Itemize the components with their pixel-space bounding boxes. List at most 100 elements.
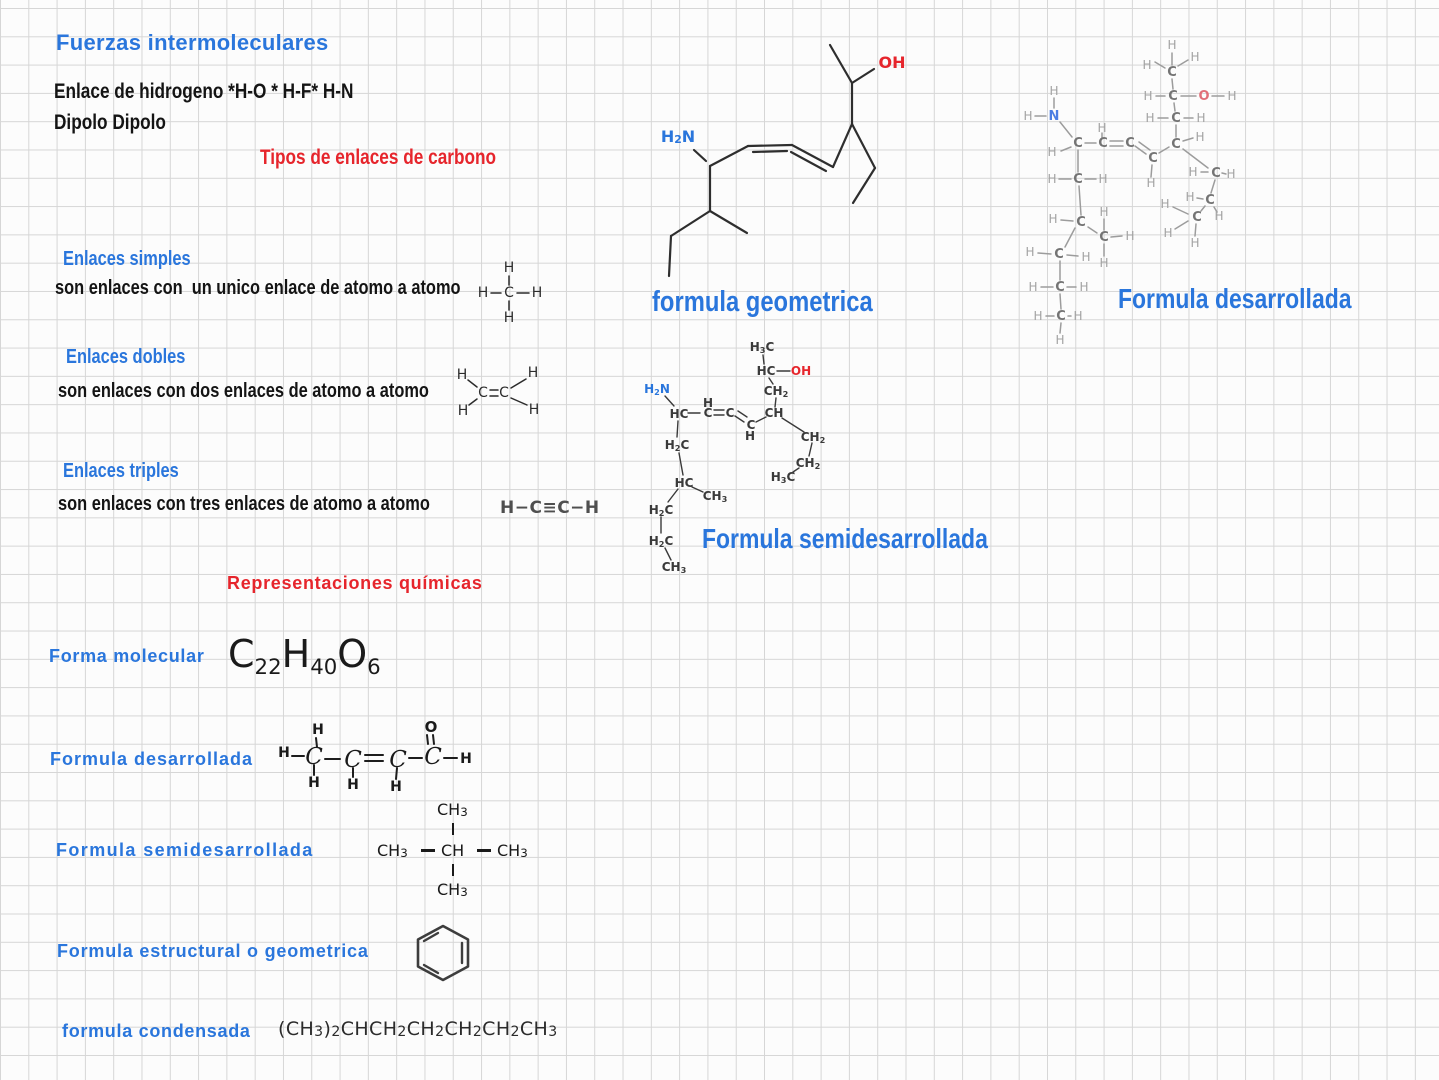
atom-label: CH2 [801, 430, 826, 445]
formula-part: 2 [510, 1024, 520, 1040]
atom-label: H [1146, 176, 1155, 190]
atom-label: H [1145, 111, 1154, 125]
atom-label: H [478, 285, 489, 301]
bond-type-simple-title: Enlaces simples [63, 248, 191, 270]
atom-label: H [1048, 212, 1057, 226]
atom-label: C [1098, 136, 1108, 151]
bond-line [1037, 252, 1052, 255]
atom-label: H [347, 777, 359, 793]
atom-label: H [745, 429, 755, 443]
bond-line [692, 148, 708, 163]
atom-label: C [389, 747, 407, 773]
formula-part: O [337, 632, 368, 676]
atom-label: H [1055, 333, 1064, 347]
formula-part: C [228, 632, 255, 676]
atom-label: H [390, 779, 402, 795]
bond-line [1158, 146, 1170, 154]
atom-label: C [1099, 230, 1109, 245]
bond-line [669, 209, 712, 238]
bond-line [1213, 206, 1218, 213]
atom-label: H [1188, 165, 1197, 179]
atom-label: H [504, 310, 515, 326]
formula-part: 3 [460, 885, 468, 899]
atom-label: H [1097, 121, 1106, 135]
atom-label: H [703, 396, 713, 410]
bond-line [1154, 61, 1166, 69]
formula-part: CH [497, 841, 521, 860]
formula-part: 2 [331, 1024, 341, 1040]
bond-line [667, 488, 679, 503]
atom-label: CH [765, 406, 784, 420]
bond-line [676, 420, 679, 438]
atom-label: C [1073, 136, 1083, 151]
atom-label: H [1047, 172, 1056, 186]
atom-label: H [1023, 109, 1032, 123]
bond-line [1078, 185, 1082, 216]
bond-line [678, 452, 684, 476]
bond-line [1064, 227, 1076, 248]
formula-part: CH [437, 880, 461, 899]
atom-label: H [458, 403, 469, 419]
section-heading-representations: Representaciones químicas [227, 573, 483, 593]
atom-label: HC [757, 364, 776, 378]
label-forma-molecular: Forma molecular [49, 646, 205, 666]
atom-label: H [1028, 280, 1037, 294]
atom-label: H [1185, 190, 1194, 204]
formula-part: 22 [254, 654, 282, 680]
formula-part: 3 [460, 805, 468, 819]
bond-type-simple-desc: son enlaces con un unico enlace de atomo… [55, 277, 461, 299]
atom-label: H [529, 402, 540, 418]
atom-label: H [1049, 84, 1058, 98]
isobutane-left-methyl: CH3 [377, 841, 408, 861]
isobutane-right-methyl: CH3 [497, 841, 528, 861]
caption-formula-geometrica: formula geometrica [652, 286, 873, 318]
atom-label: H [278, 745, 290, 761]
condensed-formula-value: (CH3)2CHCH2CH2CH2CH2CH3 [278, 1018, 558, 1041]
bond-line [1087, 226, 1098, 234]
atom-label: C [1167, 65, 1177, 80]
atom-label: C [1192, 210, 1202, 225]
atom-label: C [305, 744, 323, 770]
bond-line [1171, 78, 1174, 90]
bond-line [746, 143, 794, 148]
atom-label: H [1196, 111, 1205, 125]
bond-line [828, 43, 854, 85]
bond-line [1138, 141, 1151, 151]
bond-line [510, 378, 527, 389]
atom-label: HC [670, 407, 689, 421]
atom-label: C [1168, 89, 1178, 104]
formula-part: 2 [435, 1024, 445, 1040]
atom-label: H2N [644, 382, 670, 397]
bond-line [1173, 102, 1176, 112]
bond-line [510, 397, 528, 406]
bond-line [781, 417, 805, 433]
bond-line [1060, 219, 1074, 222]
atom-label: OH [879, 53, 906, 72]
isobutane-bottom-methyl: CH3 [437, 880, 468, 900]
atom-label: C [1076, 215, 1086, 230]
atom-label: C [504, 285, 514, 301]
atom-label: H [1226, 167, 1235, 181]
bond-line [755, 416, 767, 423]
atom-label: H [1033, 309, 1042, 323]
formula-part: CH [519, 1018, 549, 1040]
bond-line [808, 442, 813, 457]
bond-line [1196, 197, 1204, 200]
atom-label: H [1142, 58, 1151, 72]
bond-line [664, 395, 675, 407]
section-heading-bond-types: Tipos de enlaces de carbono [260, 146, 497, 169]
bond-line [762, 354, 765, 365]
atom-label: H [312, 722, 324, 738]
bond-line [426, 734, 429, 745]
bond-line [1059, 322, 1062, 334]
note-hydrogen-bond: Enlace de hidrogeno *H-O * H-F* H-N [54, 80, 354, 103]
atom-label: H [1190, 236, 1199, 250]
bond-line [831, 122, 854, 169]
bond-line [1174, 220, 1189, 230]
atom-label: H [1099, 256, 1108, 270]
